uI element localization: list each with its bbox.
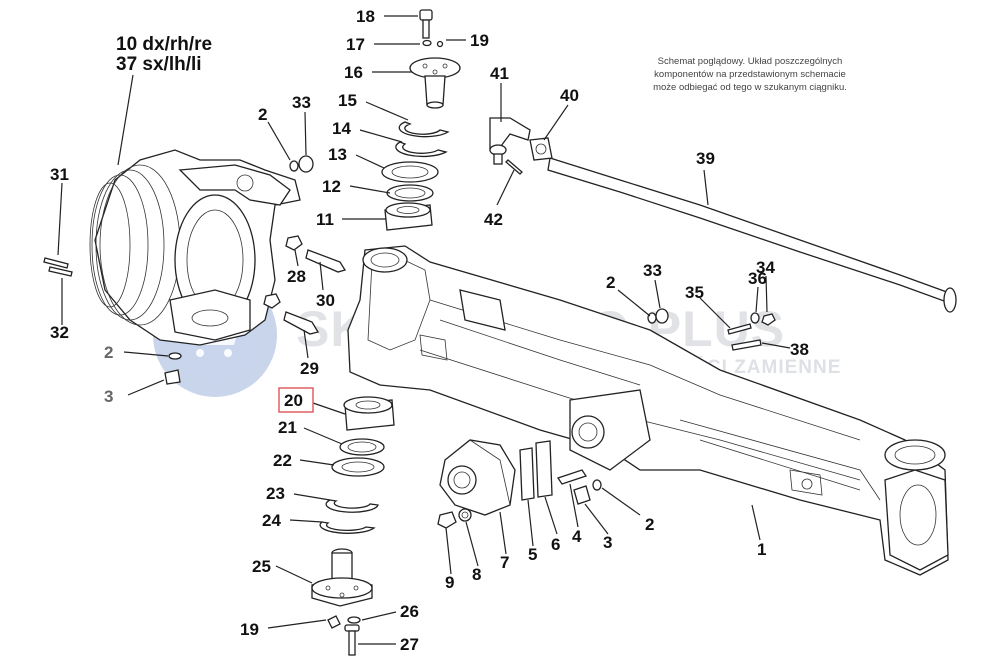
callout-3-center: 3	[603, 533, 612, 552]
callout-2-center: 2	[606, 273, 615, 292]
callout-11: 11	[316, 210, 334, 229]
callout-27: 27	[400, 635, 419, 654]
callout-40: 40	[560, 86, 579, 105]
callout-1: 1	[757, 540, 766, 559]
note-line: może odbiegać od tego w szukanym ciągnik…	[653, 82, 847, 93]
axle-housing	[347, 245, 949, 576]
callout-25: 25	[252, 557, 271, 576]
callout-8: 8	[472, 565, 481, 584]
callout-31: 31	[50, 165, 69, 184]
cart-wheel-icon	[224, 349, 232, 357]
callout-39: 39	[696, 149, 715, 168]
callout-19: 19	[470, 31, 489, 50]
callout-20: 20	[284, 391, 303, 410]
upper-pin-stack	[381, 9, 461, 231]
callout-24: 24	[262, 511, 281, 530]
callout-7: 7	[500, 553, 509, 572]
lower-pin-stack	[311, 396, 395, 656]
callout-38: 38	[790, 340, 809, 359]
callout-33-center: 33	[643, 261, 662, 280]
callout-17: 17	[346, 35, 365, 54]
note-line: Schemat poglądowy. Układ poszczególnych	[658, 56, 843, 67]
callout-28: 28	[287, 267, 306, 286]
callout-16: 16	[344, 63, 363, 82]
callout-34: 34	[756, 258, 775, 277]
leader-lines	[57, 15, 791, 645]
header-label-line1: 10 dx/rh/re	[116, 34, 212, 55]
callout-29: 29	[300, 359, 319, 378]
callout-3-left: 3	[104, 387, 113, 406]
callout-2-left: 2	[104, 343, 113, 362]
header-label-line2: 37 sx/lh/li	[116, 54, 202, 75]
callout-13: 13	[328, 145, 347, 164]
callout-41: 41	[490, 64, 509, 83]
callout-6: 6	[551, 535, 560, 554]
steering-knuckle	[89, 149, 301, 346]
callout-14: 14	[332, 119, 351, 138]
callout-12: 12	[322, 177, 341, 196]
center-parts	[437, 308, 776, 529]
callout-36: 36	[748, 269, 767, 288]
small-parts-left	[43, 155, 347, 385]
callout-35: 35	[685, 283, 704, 302]
note-line: komponentów na przedstawionym schemacie	[654, 69, 846, 80]
callout-5: 5	[528, 545, 537, 564]
callout-9: 9	[445, 573, 454, 592]
callout-2-lower: 2	[645, 515, 654, 534]
disclaimer-note: Schemat poglądowy. Układ poszczególnych …	[653, 56, 847, 93]
callout-21: 21	[278, 418, 297, 437]
callout-23: 23	[266, 484, 285, 503]
callout-42: 42	[484, 210, 503, 229]
cart-wheel-icon	[196, 349, 204, 357]
callout-labels: 10 dx/rh/re 37 sx/lh/li 18 17 19 16 15 1…	[50, 7, 809, 654]
tie-rod-assembly	[489, 117, 957, 313]
callout-32: 32	[50, 323, 69, 342]
callout-33: 33	[292, 93, 311, 112]
callout-2: 2	[258, 105, 267, 124]
callout-15: 15	[338, 91, 357, 110]
callout-26: 26	[400, 602, 419, 621]
callout-22: 22	[273, 451, 292, 470]
callout-18: 18	[356, 7, 375, 26]
callout-4: 4	[572, 527, 582, 546]
callout-19-lower: 19	[240, 620, 259, 639]
callout-30: 30	[316, 291, 335, 310]
highlight-box-20	[278, 387, 314, 413]
